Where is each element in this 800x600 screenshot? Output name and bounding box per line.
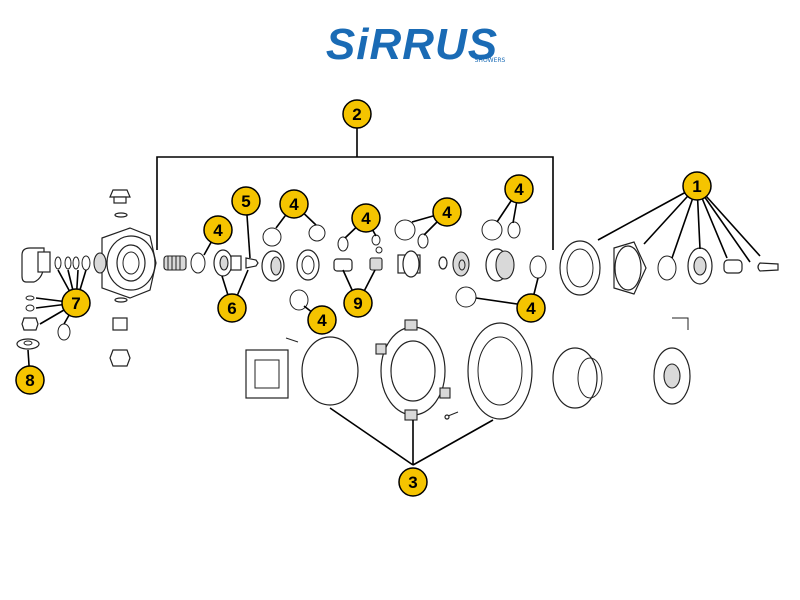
spring [163, 255, 187, 271]
handle-assembly [559, 240, 779, 296]
group-bracket-2 [156, 127, 554, 250]
callout-5: 5 [231, 186, 261, 216]
callout-4-d: 4 [432, 197, 462, 227]
callout-6-label: 6 [227, 299, 236, 318]
backplate [375, 319, 451, 421]
elbow-fitting [21, 247, 51, 283]
callout-8: 8 [15, 365, 45, 395]
mounting-bracket [245, 337, 299, 399]
callout-2: 2 [342, 99, 372, 129]
callout-4-e-label: 4 [514, 180, 524, 199]
left-small-parts [16, 295, 71, 350]
wall-plate-right [467, 322, 533, 420]
callout-2-label: 2 [352, 105, 361, 124]
callout-4-c-label: 4 [361, 209, 371, 228]
cartridge-mid [394, 219, 547, 308]
screw [444, 411, 459, 420]
callout-4-e: 4 [504, 174, 534, 204]
seat-assembly [261, 249, 320, 311]
small-o-rings [54, 255, 91, 271]
callout-7: 7 [61, 288, 91, 318]
callout-4-b-label: 4 [289, 195, 299, 214]
callout-1-label: 1 [692, 177, 701, 196]
callout-5-label: 5 [241, 192, 250, 211]
brand-name: SiRRUS [326, 20, 498, 69]
cartridge-small [213, 249, 242, 277]
callout-4-c: 4 [351, 203, 381, 233]
shroud [552, 347, 603, 409]
callout-4-f: 4 [516, 293, 546, 323]
callout-7-label: 7 [71, 294, 80, 313]
callout-4-g-label: 4 [317, 311, 327, 330]
callout-9-label: 9 [353, 294, 362, 313]
callout-1: 1 [682, 171, 712, 201]
shuttle-parts [333, 234, 383, 272]
brand-tagline: SHOWERS [475, 57, 506, 64]
washer-ring [190, 252, 206, 274]
callout-3: 3 [398, 467, 428, 497]
callout-8-label: 8 [25, 371, 34, 390]
callout-6: 6 [217, 293, 247, 323]
callout-4-a: 4 [203, 215, 233, 245]
callout-9: 9 [343, 288, 373, 318]
o-rings-4-upper [262, 224, 326, 247]
callout-3-label: 3 [408, 473, 417, 492]
lever-handle [653, 317, 691, 405]
sirrus-logo: SiRRUS SHOWERS [326, 20, 506, 69]
callout-4-a-label: 4 [213, 221, 223, 240]
callout-4-b: 4 [279, 189, 309, 219]
wall-plate-left [301, 336, 359, 406]
pin-5 [245, 257, 259, 269]
callout-4-g: 4 [307, 305, 337, 335]
leader-lines [27, 185, 761, 466]
callout-4-d-label: 4 [442, 203, 452, 222]
valve-body [93, 189, 157, 367]
callout-4-f-label: 4 [526, 299, 536, 318]
